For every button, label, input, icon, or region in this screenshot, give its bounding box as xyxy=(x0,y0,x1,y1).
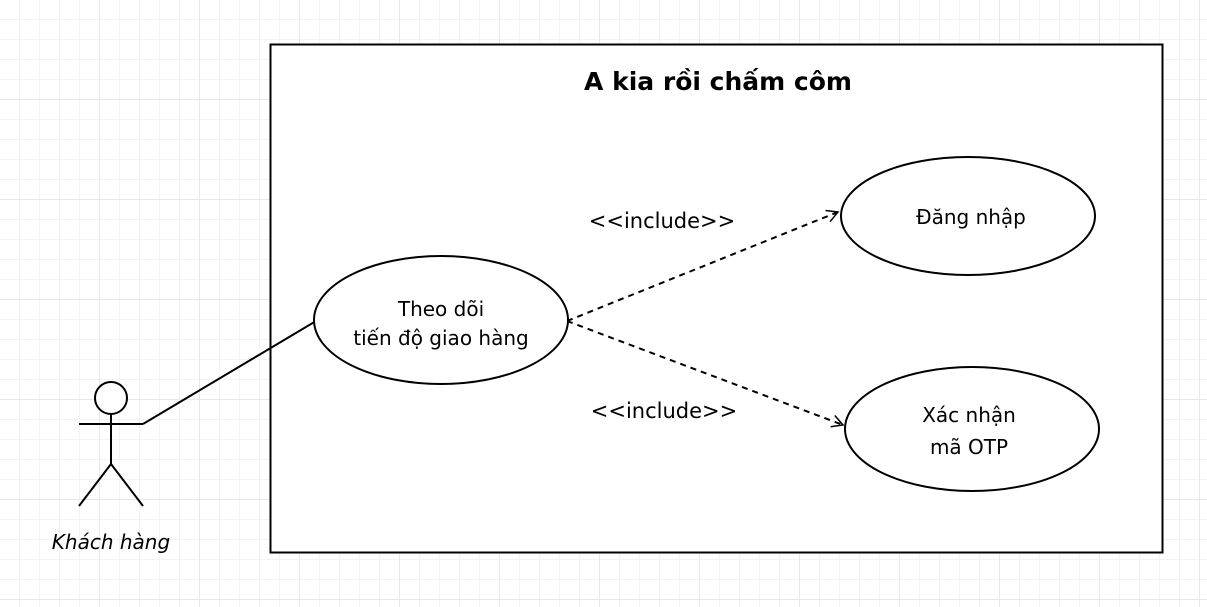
use-case-track-line1: Theo dõi xyxy=(397,297,484,321)
actor-left-leg xyxy=(78,463,112,507)
actor-khach-hang xyxy=(78,381,144,507)
actor-label: Khách hàng xyxy=(52,530,170,554)
use-case-track-delivery xyxy=(313,255,569,385)
use-case-track-line2: tiến độ giao hàng xyxy=(353,326,528,350)
use-case-otp xyxy=(844,366,1100,492)
include-arrow-login xyxy=(566,209,840,322)
include-label-otp: <<include>> xyxy=(591,399,737,423)
use-case-otp-line1: Xác nhận xyxy=(922,403,1016,427)
use-case-login-label: Đăng nhập xyxy=(916,205,1026,229)
association-line xyxy=(142,320,317,425)
use-case-otp-line2: mã OTP xyxy=(930,435,1008,459)
include-arrow-otp xyxy=(566,320,845,428)
actor-right-leg xyxy=(110,463,144,507)
actor-head xyxy=(94,381,128,415)
system-title: A kia rồi chấm côm xyxy=(584,67,852,96)
use-case-login xyxy=(840,156,1096,276)
include-label-login: <<include>> xyxy=(589,209,735,233)
